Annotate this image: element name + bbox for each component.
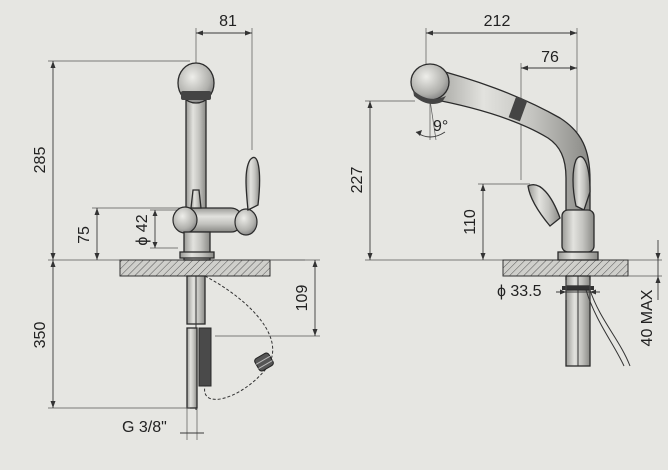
label-110: 110 <box>462 209 479 235</box>
label-109: 109 <box>294 285 311 312</box>
dim-front-hose: 109 <box>215 259 320 337</box>
hose-connector-front <box>198 327 212 387</box>
dim-front-body: 75 <box>76 207 180 260</box>
label-diameter-42: ϕ 42 <box>134 214 151 245</box>
label-81: 81 <box>219 13 237 30</box>
label-75: 75 <box>76 226 93 244</box>
diverter-knob <box>190 189 202 209</box>
dim-front-depth: 350 <box>32 260 190 409</box>
dim-side-handle: 76 <box>520 49 577 180</box>
label-thread: G 3/8" <box>122 419 167 436</box>
dim-front-thread: G 3/8" <box>122 408 204 440</box>
dim-front-height: 285 <box>32 60 190 260</box>
dim-front-diameter: ϕ 42 <box>134 209 178 249</box>
label-285: 285 <box>32 147 49 174</box>
dim-front-width: 81 <box>195 13 253 150</box>
dim-side-height: 227 <box>349 100 415 260</box>
dim-side-deck-max: 40 MAX <box>628 240 662 346</box>
dim-side-shank: ϕ 33.5 <box>497 280 600 300</box>
label-227: 227 <box>349 167 366 194</box>
label-212: 212 <box>484 13 511 30</box>
hose-side <box>589 289 631 367</box>
label-diameter-33-5: ϕ 33.5 <box>497 283 542 300</box>
spout-side <box>425 67 591 216</box>
front-view: 81 285 75 ϕ 42 <box>32 13 320 440</box>
spray-head-nozzle <box>181 91 211 100</box>
countertop-side <box>502 259 629 277</box>
pull-out-hose <box>204 275 274 400</box>
label-76: 76 <box>541 49 559 66</box>
dim-side-lever: 110 <box>462 183 530 260</box>
side-view: 212 76 227 9° <box>349 13 662 367</box>
dim-side-angle: 9° <box>415 99 448 141</box>
label-40-max: 40 MAX <box>639 289 656 346</box>
hose-weight <box>254 352 274 372</box>
label-9-degree: 9° <box>433 118 448 135</box>
handle-lever-front <box>245 156 261 212</box>
label-350: 350 <box>32 322 49 349</box>
handle-lever-side <box>527 184 561 227</box>
mixer-body-side <box>561 209 595 253</box>
countertop-front <box>119 259 271 277</box>
supply-pipe-front <box>186 327 198 409</box>
